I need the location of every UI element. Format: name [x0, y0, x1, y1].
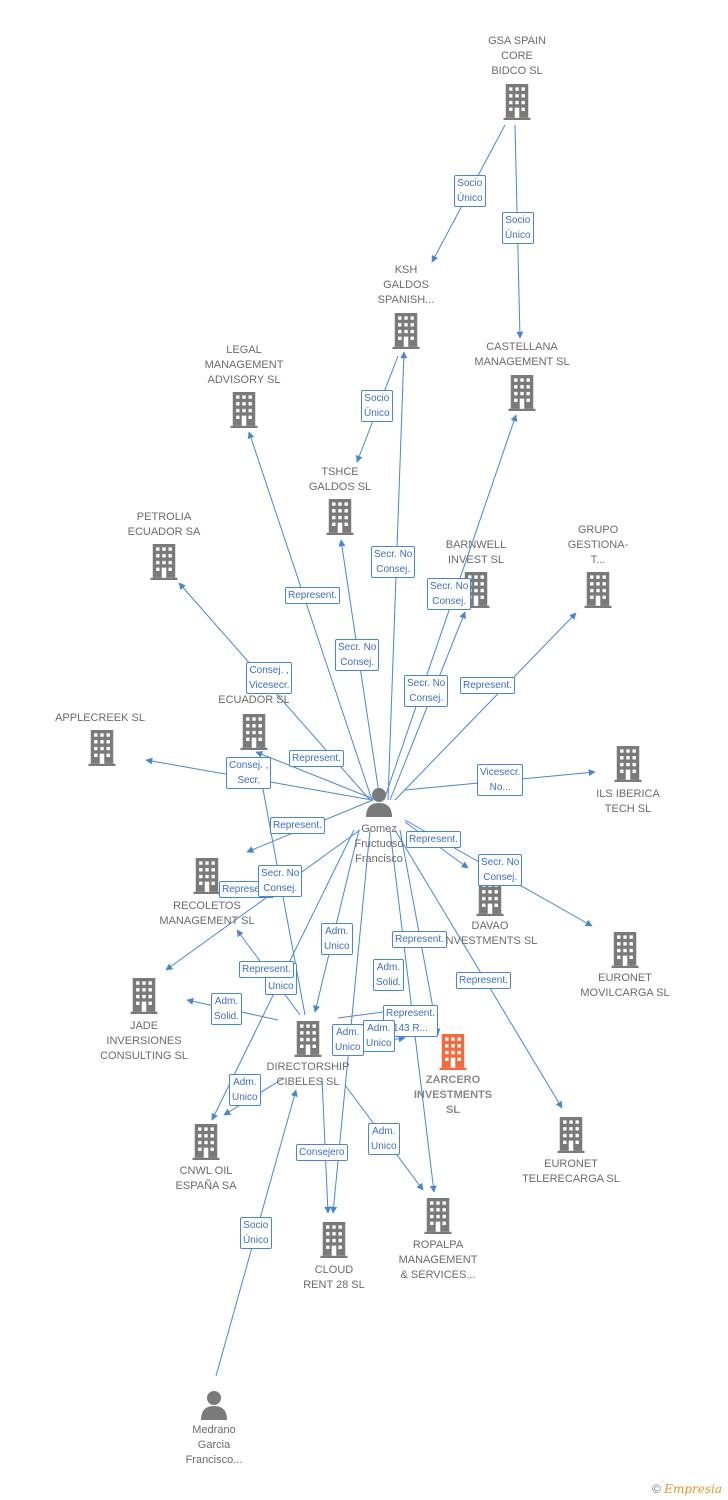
node-label-ropalpa[interactable]: ROPALPA MANAGEMENT & SERVICES...: [398, 1239, 478, 1281]
node-label-cloud[interactable]: CLOUD RENT 28 SL: [303, 1264, 365, 1291]
edge-label-gomez-to-zarcero[interactable]: Represent.: [392, 931, 447, 948]
node-label-davao[interactable]: DAVAO INVESTMENTS SL: [442, 920, 538, 947]
ils-building-icon[interactable]: [614, 746, 642, 782]
edge-label-gomez-to-grupo[interactable]: Represent.: [460, 677, 515, 694]
edge-label-gomez-to-barnwell[interactable]: Secr. No Consej.: [427, 578, 472, 610]
edge-label-gsa-to-castellana[interactable]: Socio Único: [502, 212, 534, 244]
node-label-applecreek[interactable]: APPLECREEK SL: [55, 712, 145, 724]
petrolia-building-icon[interactable]: [150, 544, 178, 580]
edge-label-gomez-to-applecreek[interactable]: Consej. , Secr.: [226, 757, 272, 789]
edge-label-gomez-to-tshce[interactable]: Secr. No Consej.: [335, 639, 380, 671]
node-label-ecuador[interactable]: ECUADOR SL: [218, 694, 290, 706]
directorship-building-icon[interactable]: [294, 1021, 322, 1057]
cnwl-building-icon[interactable]: [192, 1124, 220, 1160]
edge-label-gomez-to-ropalpa[interactable]: Represent.: [239, 961, 294, 978]
gsa-building-icon[interactable]: [503, 84, 531, 120]
edge-label-gomez-to-euronet_tele[interactable]: Secr. No Consej.: [258, 865, 303, 897]
edge-label-gomez-to-recoletos[interactable]: Represent.: [270, 817, 325, 834]
edge-label-directorship-to-cnwl[interactable]: Consejero: [296, 1144, 348, 1161]
recoletos-building-icon[interactable]: [193, 858, 221, 894]
applecreek-building-icon[interactable]: [88, 730, 116, 766]
node-label-barnwell[interactable]: BARNWELL INVEST SL: [445, 539, 507, 566]
edge-gomez-to-grupo: [394, 612, 577, 801]
jade-building-icon[interactable]: [130, 978, 158, 1014]
node-label-jade[interactable]: JADE INVERSIONES CONSULTING SL: [100, 1020, 188, 1062]
node-label-cnwl[interactable]: CNWL OIL ESPAÑA SA: [175, 1165, 237, 1192]
node-label-gsa[interactable]: GSA SPAIN CORE BIDCO SL: [488, 35, 546, 77]
edge-label-directorship-to-zarcero[interactable]: Adm. Unico: [363, 1020, 395, 1052]
node-label-recoletos[interactable]: RECOLETOS MANAGEMENT SL: [159, 900, 255, 927]
edge-label-gomez-to-petrolia[interactable]: Consej. , Vicesecr.: [246, 662, 293, 694]
ropalpa-building-icon[interactable]: [424, 1198, 452, 1234]
node-label-grupo[interactable]: GRUPO GESTIONA- T...: [567, 524, 629, 566]
medrano-person-icon[interactable]: [201, 1391, 227, 1420]
edge-label-gomez-to-legal[interactable]: Represent.: [285, 587, 340, 604]
castellana-building-icon[interactable]: [508, 375, 536, 411]
ksh-building-icon[interactable]: [392, 313, 420, 349]
tshce-building-icon[interactable]: [326, 499, 354, 535]
edge-label-directorship-to-ecuador[interactable]: Adm. Solid.: [211, 993, 243, 1025]
node-label-directorship[interactable]: DIRECTORSHIP CIBELES SL: [266, 1061, 350, 1088]
edge-label-gomez-to-euronet_movil[interactable]: Secr. No Consej.: [478, 854, 523, 886]
edge-label-directorship-to-ropalpa[interactable]: Adm. Unico: [332, 1024, 364, 1056]
edge-label-gsa-to-ksh[interactable]: Socio Único: [454, 175, 486, 207]
node-label-ils[interactable]: ILS IBERICA TECH SL: [596, 788, 660, 815]
empresia-logo[interactable]: Empresia: [664, 1482, 722, 1496]
node-label-euronet_movil[interactable]: EURONET MOVILCARGA SL: [580, 972, 670, 999]
edge-gomez-to-jade: [165, 829, 361, 971]
edge-label-gomez-to-cnwl[interactable]: Adm. Solid.: [373, 959, 405, 991]
node-label-ksh[interactable]: KSH GALDOS SPANISH...: [377, 264, 435, 306]
edge-gomez-to-directorship: [313, 829, 360, 1013]
copyright-symbol: ©: [652, 1482, 661, 1496]
grupo-building-icon[interactable]: [584, 572, 612, 608]
edge-gomez-to-euronet_tele: [394, 829, 563, 1109]
euronet_tele-building-icon[interactable]: [557, 1117, 585, 1153]
node-label-medrano[interactable]: Medrano Garcia Francisco...: [185, 1424, 243, 1466]
edge-label-gomez-to-ils[interactable]: Vicesecr. No...: [477, 764, 524, 796]
node-label-petrolia[interactable]: PETROLIA ECUADOR SA: [127, 511, 201, 538]
edge-label-gomez-to-directorship[interactable]: Adm. Unico: [321, 923, 353, 955]
edge-label-directorship-to-cloud[interactable]: Adm. Unico: [368, 1123, 400, 1155]
edge-label-directorship-to-jade[interactable]: Adm. Unico: [229, 1074, 261, 1106]
cloud-building-icon[interactable]: [320, 1222, 348, 1258]
edge-label-directorship-to-recoletos[interactable]: Represent.: [456, 972, 511, 989]
edge-label-gomez-to-ksh[interactable]: Secr. No Consej.: [371, 546, 416, 578]
ecuador-building-icon[interactable]: [240, 714, 268, 750]
edge-gomez-to-legal: [247, 431, 373, 801]
edge-label-gomez-to-davao[interactable]: Represent.: [406, 831, 461, 848]
edge-label-gomez-to-ecuador[interactable]: Represent.: [289, 750, 344, 767]
edge-label-gomez-to-castellana[interactable]: Secr. No Consej.: [404, 675, 449, 707]
legal-building-icon[interactable]: [230, 392, 258, 428]
node-label-zarcero[interactable]: ZARCERO INVESTMENTS SL: [413, 1074, 493, 1116]
euronet_movil-building-icon[interactable]: [611, 932, 639, 968]
edge-gomez-to-ecuador: [255, 751, 377, 801]
edge-label-ksh-to-tshce[interactable]: Socio Único: [361, 390, 393, 422]
node-label-tshce[interactable]: TSHCE GALDOS SL: [308, 466, 372, 493]
node-label-castellana[interactable]: CASTELLANA MANAGEMENT SL: [474, 341, 570, 368]
edge-label-medrano-to-directorship[interactable]: Socio Único: [240, 1217, 272, 1249]
node-label-legal[interactable]: LEGAL MANAGEMENT ADVISORY SL: [204, 344, 284, 386]
node-label-euronet_tele[interactable]: EURONET TELERECARGA SL: [522, 1158, 620, 1185]
zarcero-building-icon[interactable]: [439, 1034, 467, 1070]
node-label-gomez[interactable]: Gomez Fructuoso Francisco: [354, 823, 404, 865]
copyright-footer: © Empresia: [652, 1482, 722, 1496]
